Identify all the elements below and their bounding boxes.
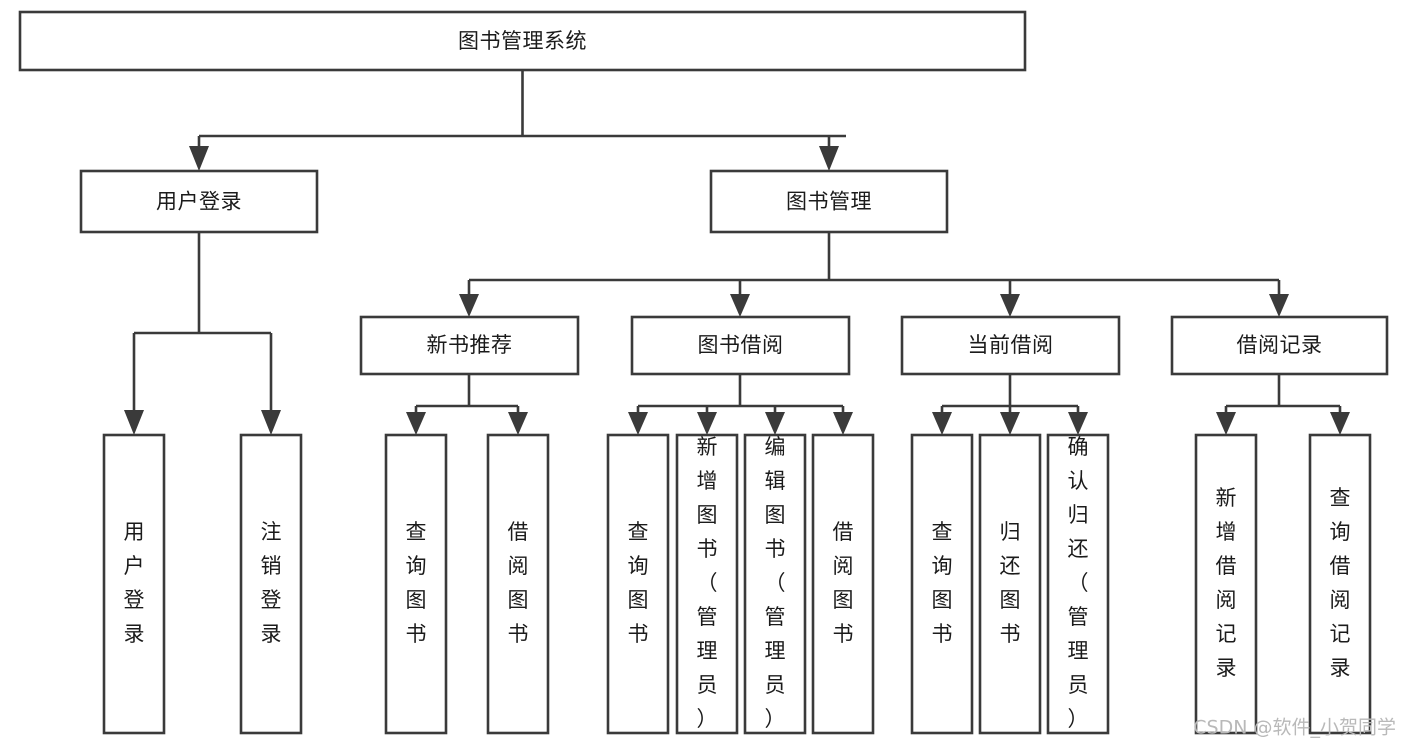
node-new-book-recommend-box[interactable] bbox=[359, 315, 580, 376]
node-leaf-confirm-return-admin-box[interactable] bbox=[1046, 433, 1110, 735]
node-leaf-logout-login-box[interactable] bbox=[239, 433, 303, 735]
node-leaf-user-login-box[interactable] bbox=[102, 433, 166, 735]
node-leaf-confirm-return-admin[interactable]: 确认归还（管理员） bbox=[1046, 433, 1110, 735]
connector-group-book-manage bbox=[459, 232, 1289, 317]
node-leaf-return-book-box[interactable] bbox=[978, 433, 1042, 735]
node-leaf-edit-book-admin-label: 编辑图书（管理员） bbox=[765, 435, 786, 731]
node-book-borrow-box[interactable] bbox=[630, 315, 851, 376]
node-user-login[interactable]: 用户登录 bbox=[79, 169, 319, 234]
node-leaf-add-book-admin[interactable]: 新增图书（管理员） bbox=[675, 433, 739, 735]
node-book-manage[interactable]: 图书管理 bbox=[709, 169, 949, 234]
arrow-icon-bb-leaf-2 bbox=[697, 412, 717, 435]
node-leaf-borrow-book-2-label: 借阅图书 bbox=[833, 520, 854, 646]
node-leaf-confirm-return-admin-label: 确认归还（管理员） bbox=[1068, 435, 1089, 731]
node-borrow-record[interactable]: 借阅记录 bbox=[1170, 315, 1389, 376]
node-borrow-record-label: 借阅记录 bbox=[1237, 333, 1323, 357]
node-leaf-query-book-1-label: 查询图书 bbox=[406, 520, 427, 646]
arrow-icon-bb-leaf-4 bbox=[833, 412, 853, 435]
node-book-borrow-label: 图书借阅 bbox=[698, 333, 784, 357]
node-leaf-user-login-label: 用户登录 bbox=[124, 520, 145, 646]
node-leaf-borrow-book-2-box[interactable] bbox=[811, 433, 875, 735]
node-leaf-borrow-book-1-box[interactable] bbox=[486, 433, 550, 735]
arrow-icon-root-to-book-manage bbox=[819, 146, 839, 171]
node-root-label: 图书管理系统 bbox=[458, 29, 587, 53]
node-leaf-query-book-3[interactable]: 查询图书 bbox=[910, 433, 974, 735]
node-root-box[interactable] bbox=[18, 10, 1027, 72]
node-borrow-record-box[interactable] bbox=[1170, 315, 1389, 376]
node-leaf-query-book-3-box[interactable] bbox=[910, 433, 974, 735]
node-leaf-query-book-2[interactable]: 查询图书 bbox=[606, 433, 670, 735]
node-leaf-add-borrow-record-box[interactable] bbox=[1194, 433, 1258, 735]
arrow-icon-book-manage-child-4 bbox=[1269, 294, 1289, 317]
connector-group-new-book-recommend bbox=[406, 374, 528, 435]
node-leaf-query-borrow-record-box[interactable] bbox=[1308, 433, 1372, 735]
node-leaf-add-borrow-record[interactable]: 新增借阅记录 bbox=[1194, 433, 1258, 735]
node-leaf-query-borrow-record[interactable]: 查询借阅记录 bbox=[1308, 433, 1372, 735]
connector-group-current-borrow bbox=[932, 374, 1088, 435]
arrow-icon-br-leaf-2 bbox=[1330, 412, 1350, 435]
arrow-icon-nbr-leaf-2 bbox=[508, 412, 528, 435]
node-leaf-query-book-1[interactable]: 查询图书 bbox=[384, 433, 448, 735]
node-leaf-user-login[interactable]: 用户登录 bbox=[102, 433, 166, 735]
node-user-login-box[interactable] bbox=[79, 169, 319, 234]
arrow-icon-nbr-leaf-1 bbox=[406, 412, 426, 435]
arrow-icon-book-manage-child-2 bbox=[730, 294, 750, 317]
node-leaf-edit-book-admin[interactable]: 编辑图书（管理员） bbox=[743, 433, 807, 735]
connector-group-user-login bbox=[124, 232, 281, 435]
node-leaf-query-book-3-label: 查询图书 bbox=[932, 520, 953, 646]
connector-group-book-borrow bbox=[628, 374, 853, 435]
node-current-borrow-box[interactable] bbox=[900, 315, 1121, 376]
arrow-icon-bb-leaf-3 bbox=[765, 412, 785, 435]
arrow-icon-bb-leaf-1 bbox=[628, 412, 648, 435]
node-book-manage-label: 图书管理 bbox=[786, 190, 872, 214]
arrow-icon-user-login-leaf-2 bbox=[261, 410, 281, 435]
arrow-icon-cb-leaf-3 bbox=[1068, 412, 1088, 435]
node-new-book-recommend-label: 新书推荐 bbox=[427, 333, 513, 357]
arrow-icon-book-manage-child-3 bbox=[1000, 294, 1020, 317]
node-leaf-query-book-2-box[interactable] bbox=[606, 433, 670, 735]
node-leaf-borrow-book-2[interactable]: 借阅图书 bbox=[811, 433, 875, 735]
node-leaf-edit-book-admin-box[interactable] bbox=[743, 433, 807, 735]
arrow-icon-br-leaf-1 bbox=[1216, 412, 1236, 435]
node-root[interactable]: 图书管理系统 bbox=[18, 10, 1027, 72]
arrow-icon-book-manage-child-1 bbox=[459, 294, 479, 317]
node-leaf-logout-login-label: 注销登录 bbox=[261, 520, 282, 646]
node-leaf-borrow-book-1[interactable]: 借阅图书 bbox=[486, 433, 550, 735]
node-leaf-query-borrow-record-label: 查询借阅记录 bbox=[1330, 486, 1351, 680]
node-leaf-add-borrow-record-label: 新增借阅记录 bbox=[1216, 486, 1237, 680]
node-leaf-logout-login[interactable]: 注销登录 bbox=[239, 433, 303, 735]
node-leaf-return-book-label: 归还图书 bbox=[1000, 520, 1021, 646]
node-current-borrow-label: 当前借阅 bbox=[968, 333, 1054, 357]
node-leaf-query-book-1-box[interactable] bbox=[384, 433, 448, 735]
connector-group-borrow-record bbox=[1216, 374, 1350, 435]
node-book-manage-box[interactable] bbox=[709, 169, 949, 234]
arrow-icon-root-to-user-login bbox=[189, 146, 209, 171]
node-new-book-recommend[interactable]: 新书推荐 bbox=[359, 315, 580, 376]
connector-group-root bbox=[189, 70, 846, 171]
node-leaf-query-book-2-label: 查询图书 bbox=[628, 520, 649, 646]
node-current-borrow[interactable]: 当前借阅 bbox=[900, 315, 1121, 376]
arrow-icon-user-login-leaf-1 bbox=[124, 410, 144, 435]
arrow-icon-cb-leaf-2 bbox=[1000, 412, 1020, 435]
node-book-borrow[interactable]: 图书借阅 bbox=[630, 315, 851, 376]
arrow-icon-cb-leaf-1 bbox=[932, 412, 952, 435]
csdn-watermark: CSDN @软件_小贺同学 bbox=[1193, 717, 1396, 739]
node-leaf-add-book-admin-label: 新增图书（管理员） bbox=[697, 435, 718, 731]
node-user-login-label: 用户登录 bbox=[156, 190, 242, 214]
node-leaf-return-book[interactable]: 归还图书 bbox=[978, 433, 1042, 735]
node-leaf-add-book-admin-box[interactable] bbox=[675, 433, 739, 735]
node-leaf-borrow-book-1-label: 借阅图书 bbox=[508, 520, 529, 646]
